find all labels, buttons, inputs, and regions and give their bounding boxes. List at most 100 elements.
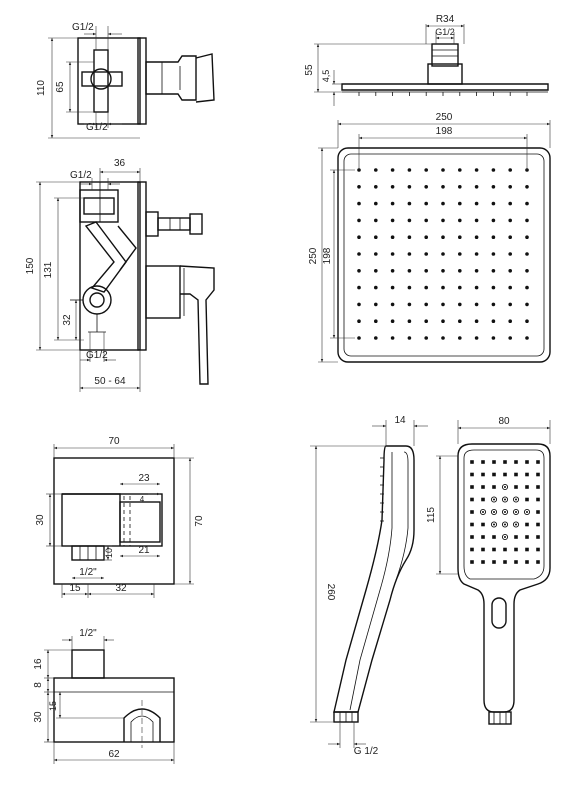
nozzle xyxy=(491,269,496,273)
nozzle xyxy=(514,485,518,489)
dim-hole-span-y: 198 xyxy=(322,247,333,264)
wall-elbow-front-view: 70 70 23 4 30 10 21 1/2" 15 32 xyxy=(35,436,205,598)
hand-nozzle-grid xyxy=(470,460,540,564)
dim-4: 4 xyxy=(140,495,145,504)
nozzle xyxy=(470,485,474,489)
nozzle xyxy=(525,319,529,324)
nozzle xyxy=(492,560,496,564)
nozzle xyxy=(525,269,529,273)
nozzle xyxy=(407,319,412,324)
nozzle xyxy=(508,319,512,324)
dim-4-5: 4,5 xyxy=(321,70,331,83)
nozzle xyxy=(525,235,529,239)
nozzle xyxy=(536,522,540,527)
nozzle xyxy=(525,252,529,256)
dim-head-height: 115 xyxy=(426,507,437,523)
nozzle xyxy=(492,535,496,539)
nozzle xyxy=(407,252,412,256)
nozzle xyxy=(390,269,395,273)
dim-150: 150 xyxy=(25,257,36,274)
thread-bottom-label: G1/2 xyxy=(86,350,108,361)
nozzle xyxy=(374,285,378,290)
nozzle xyxy=(424,168,429,172)
nozzle xyxy=(441,168,445,172)
nozzle xyxy=(390,201,395,206)
nozzle xyxy=(390,185,395,189)
spray-nozzle-center xyxy=(515,523,517,526)
dim-32: 32 xyxy=(115,583,127,594)
nozzle xyxy=(525,201,529,206)
nozzle xyxy=(474,302,479,307)
shower-head-side-view: R34 G1/2 55 4,5 xyxy=(304,14,549,106)
nozzle xyxy=(441,201,445,206)
nozzle xyxy=(525,302,529,307)
thread-top-label: G1/2 xyxy=(72,22,94,33)
nozzle xyxy=(481,535,485,539)
dim-length: 260 xyxy=(325,584,336,601)
nozzle xyxy=(514,472,518,477)
nozzle xyxy=(424,336,429,340)
nozzle xyxy=(374,201,378,206)
dim-23: 23 xyxy=(138,473,150,484)
nozzle xyxy=(492,485,496,489)
nozzle xyxy=(390,319,395,324)
thread-label: G 1/2 xyxy=(354,746,379,757)
nozzle xyxy=(508,218,512,223)
nozzle xyxy=(357,185,361,189)
nozzle xyxy=(441,269,445,273)
nozzle xyxy=(492,472,496,477)
nozzle xyxy=(514,460,518,464)
nozzle xyxy=(424,235,429,239)
nozzle xyxy=(492,547,496,552)
nozzle xyxy=(458,168,462,172)
thread-label: G1/2 xyxy=(435,27,455,37)
nozzle xyxy=(374,235,378,239)
nozzle xyxy=(481,560,485,564)
nozzle xyxy=(514,535,518,539)
nozzle xyxy=(357,269,361,273)
dim-height: 250 xyxy=(308,247,319,264)
nozzle xyxy=(525,560,529,564)
nozzle xyxy=(481,472,485,477)
dim-height: 70 xyxy=(194,515,205,527)
nozzle xyxy=(458,336,462,340)
nozzle xyxy=(491,252,496,256)
nozzle xyxy=(458,218,462,223)
nozzle xyxy=(374,168,378,172)
nozzle xyxy=(503,560,507,564)
thread-top-label: G1/2 xyxy=(70,170,92,181)
nozzle xyxy=(491,319,496,324)
nozzle xyxy=(481,460,485,464)
nozzle xyxy=(491,218,496,223)
nozzle xyxy=(492,460,496,464)
nozzle xyxy=(536,547,540,552)
hand-shower-front-view: 80 115 xyxy=(426,416,551,725)
nozzle xyxy=(536,535,540,539)
nozzle xyxy=(424,252,429,256)
nozzle xyxy=(390,218,395,223)
nozzle xyxy=(525,535,529,539)
nozzle xyxy=(357,201,361,206)
nozzle xyxy=(474,185,479,189)
nozzle xyxy=(508,168,512,172)
nozzle xyxy=(424,319,429,324)
nozzle xyxy=(424,269,429,273)
nozzle xyxy=(390,336,395,340)
nozzle xyxy=(407,336,412,340)
nozzle xyxy=(474,235,479,239)
nozzle xyxy=(481,497,485,502)
nozzle xyxy=(470,522,474,527)
dim-width: 80 xyxy=(498,416,510,427)
nozzle xyxy=(474,269,479,273)
spray-nozzle-center xyxy=(504,511,506,513)
nozzle xyxy=(491,285,496,290)
nozzle xyxy=(470,497,474,502)
thread-bottom-label: G1/2 xyxy=(86,122,108,133)
nozzle xyxy=(374,269,378,273)
nozzle xyxy=(357,319,361,324)
dim-36: 36 xyxy=(114,158,126,169)
nozzle xyxy=(470,547,474,552)
nozzle xyxy=(407,302,412,307)
radius-label: R34 xyxy=(436,14,455,25)
